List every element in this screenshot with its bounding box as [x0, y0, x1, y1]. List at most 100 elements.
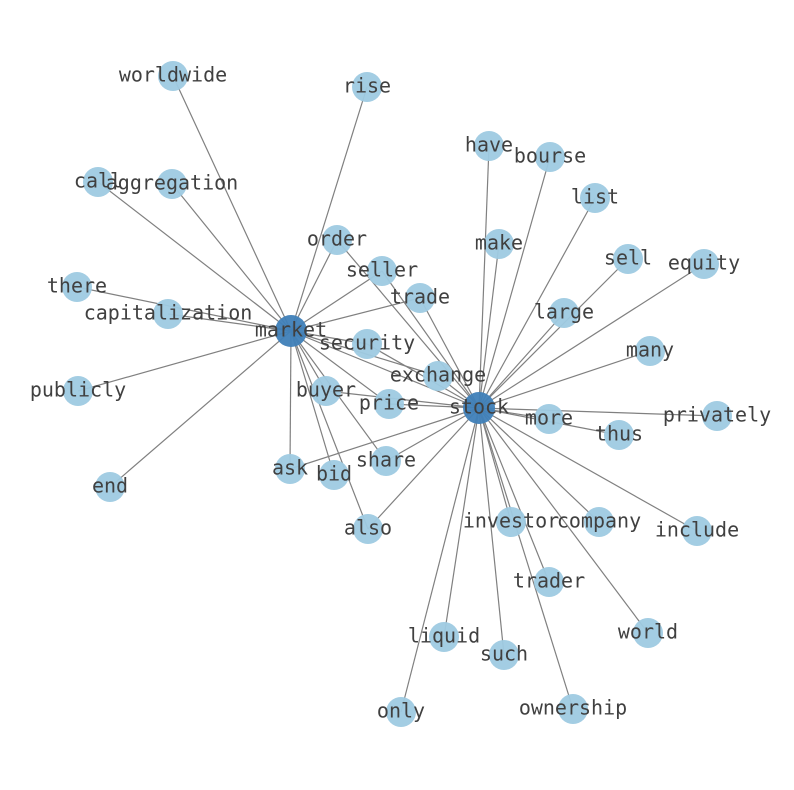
- node-label-buyer: buyer: [296, 378, 356, 402]
- edge-market-price: [290, 330, 390, 405]
- edge-stock-many: [478, 350, 651, 409]
- node-label-many: many: [626, 338, 674, 362]
- node-end: [95, 472, 125, 502]
- node-security: [352, 329, 382, 359]
- node-make: [484, 229, 514, 259]
- edge-market-also: [290, 330, 369, 530]
- node-ask: [275, 454, 305, 484]
- node-publicly: [63, 376, 93, 406]
- node-there: [62, 272, 92, 302]
- node-ownership: [558, 694, 588, 724]
- node-label-world: world: [618, 620, 678, 644]
- node-label-make: make: [475, 231, 523, 255]
- node-aggregation: [157, 169, 187, 199]
- node-investor: [496, 507, 526, 537]
- node-label-worldwide: worldwide: [119, 63, 227, 87]
- node-label-thus: thus: [595, 422, 643, 446]
- edge-stock-make: [478, 243, 500, 409]
- edge-market-trade: [290, 297, 421, 332]
- node-order: [322, 225, 352, 255]
- node-label-rise: rise: [343, 74, 391, 98]
- node-label-stock: stock: [449, 395, 509, 419]
- node-label-bid: bid: [316, 462, 352, 486]
- node-label-share: share: [356, 448, 416, 472]
- edge-market-worldwide: [172, 75, 292, 332]
- node-price: [374, 389, 404, 419]
- node-liquid: [429, 622, 459, 652]
- node-label-large: large: [534, 300, 594, 324]
- node-equity: [689, 249, 719, 279]
- edge-stock-list: [478, 197, 596, 409]
- edge-stock-liquid: [443, 407, 480, 638]
- node-share: [371, 446, 401, 476]
- edge-market-order: [290, 239, 338, 332]
- edge-stock-only: [400, 407, 480, 713]
- node-label-end: end: [92, 474, 128, 498]
- node-also: [353, 514, 383, 544]
- edge-stock-world: [478, 407, 649, 634]
- node-have: [474, 131, 504, 161]
- edge-layer: [76, 75, 718, 713]
- edge-stock-have: [478, 145, 490, 409]
- node-many: [635, 336, 665, 366]
- edge-stock-also: [367, 407, 480, 530]
- node-label-more: more: [525, 406, 573, 430]
- edge-stock-share: [385, 407, 480, 462]
- node-buyer: [311, 376, 341, 406]
- node-label-bourse: bourse: [514, 144, 586, 168]
- node-seller: [367, 256, 397, 286]
- node-only: [386, 697, 416, 727]
- node-label-market: market: [255, 318, 327, 342]
- edge-stock-bourse: [478, 156, 551, 409]
- node-label-price: price: [359, 391, 419, 415]
- node-label-call: call: [74, 169, 122, 193]
- edge-market-there: [76, 286, 292, 332]
- edge-market-end: [109, 330, 292, 488]
- node-world: [633, 618, 663, 648]
- node-label-trade: trade: [390, 285, 450, 309]
- edge-market-seller: [290, 270, 383, 332]
- edge-market-capitalization: [167, 313, 292, 332]
- node-label-order: order: [307, 227, 367, 251]
- edge-market-bid: [290, 330, 335, 476]
- node-company: [584, 507, 614, 537]
- edge-stock-privately: [478, 407, 718, 417]
- node-label-also: also: [344, 516, 392, 540]
- edge-stock-company: [478, 407, 600, 523]
- node-label-aggregation: aggregation: [106, 171, 238, 195]
- node-bourse: [535, 142, 565, 172]
- edge-stock-sell: [478, 258, 629, 409]
- edge-market-aggregation: [171, 183, 292, 332]
- node-layer: [62, 61, 732, 727]
- edge-stock-trade: [419, 297, 480, 409]
- node-include: [682, 516, 712, 546]
- node-label-company: company: [557, 509, 641, 533]
- node-label-security: security: [319, 331, 415, 355]
- node-label-seller: seller: [346, 258, 418, 282]
- node-label-sell: sell: [604, 246, 652, 270]
- edge-stock-order: [336, 239, 480, 409]
- node-label-include: include: [655, 518, 739, 542]
- node-label-capitalization: capitalization: [84, 301, 253, 325]
- node-call: [83, 167, 113, 197]
- node-sell: [613, 244, 643, 274]
- node-label-there: there: [47, 274, 107, 298]
- edge-stock-large: [478, 312, 565, 409]
- node-label-investor: investor: [463, 509, 559, 533]
- node-label-ask: ask: [272, 456, 308, 480]
- node-worldwide: [158, 61, 188, 91]
- edge-stock-trader: [478, 407, 550, 583]
- edge-market-publicly: [77, 330, 292, 392]
- node-thus: [604, 420, 634, 450]
- edge-stock-such: [478, 407, 505, 656]
- node-label-equity: equity: [668, 251, 740, 275]
- edge-stock-seller: [381, 270, 480, 409]
- node-list: [580, 183, 610, 213]
- node-such: [489, 640, 519, 670]
- edge-market-ask: [289, 330, 292, 470]
- node-label-only: only: [377, 699, 425, 723]
- node-label-publicly: publicly: [30, 378, 126, 402]
- node-label-list: list: [571, 185, 619, 209]
